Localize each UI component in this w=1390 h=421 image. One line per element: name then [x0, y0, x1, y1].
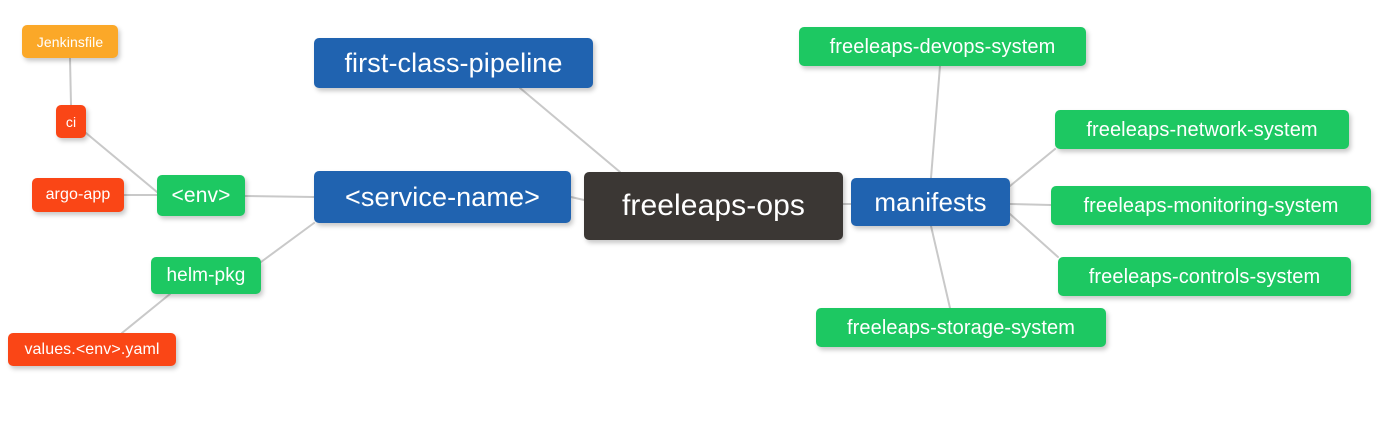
edge-helm-pkg-to-values-yaml — [121, 293, 171, 334]
node-label-values-yaml: values.<env>.yaml — [24, 340, 160, 358]
mindmap-node-service-name[interactable]: <service-name> — [314, 171, 571, 223]
node-label-argo-app: argo-app — [45, 186, 111, 203]
edge-jenkinsfile-to-ci — [69, 57, 72, 106]
node-label-monitoring-system: freeleaps-monitoring-system — [1083, 194, 1339, 217]
node-label-jenkinsfile: Jenkinsfile — [36, 33, 104, 50]
mindmap-node-devops-system[interactable]: freeleaps-devops-system — [799, 27, 1086, 66]
node-label-manifests: manifests — [874, 187, 987, 217]
node-label-network-system: freeleaps-network-system — [1086, 118, 1318, 141]
edge-storage-system-to-manifests — [930, 225, 951, 309]
node-label-ci: ci — [65, 113, 77, 130]
mindmap-node-argo-app[interactable]: argo-app — [32, 178, 124, 212]
mindmap-node-controls-system[interactable]: freeleaps-controls-system — [1058, 257, 1351, 296]
mindmap-node-env[interactable]: <env> — [157, 175, 245, 216]
mindmap-node-storage-system[interactable]: freeleaps-storage-system — [816, 308, 1106, 347]
node-label-controls-system: freeleaps-controls-system — [1088, 265, 1321, 288]
node-label-helm-pkg: helm-pkg — [166, 265, 246, 286]
mindmap-node-monitoring-system[interactable]: freeleaps-monitoring-system — [1051, 186, 1371, 225]
mindmap-node-ci[interactable]: ci — [56, 105, 86, 138]
edge-monitoring-system-to-manifests — [1009, 203, 1052, 206]
mindmap-node-jenkinsfile[interactable]: Jenkinsfile — [22, 25, 118, 58]
mindmap-node-freeleaps-ops[interactable]: freeleaps-ops — [584, 172, 843, 240]
mindmap-node-helm-pkg[interactable]: helm-pkg — [151, 257, 261, 294]
node-label-service-name: <service-name> — [345, 181, 540, 212]
edge-devops-system-to-manifests — [930, 65, 941, 179]
node-label-first-class-pipeline: first-class-pipeline — [344, 47, 563, 78]
mindmap-node-values-yaml[interactable]: values.<env>.yaml — [8, 333, 176, 366]
node-label-env: <env> — [171, 184, 231, 207]
node-label-storage-system: freeleaps-storage-system — [846, 316, 1076, 339]
edge-first-class-pipeline-to-freeleaps-ops — [519, 87, 621, 173]
node-label-devops-system: freeleaps-devops-system — [829, 35, 1056, 58]
mindmap-node-manifests[interactable]: manifests — [851, 178, 1010, 226]
mindmap-node-first-class-pipeline[interactable]: first-class-pipeline — [314, 38, 593, 88]
edge-network-system-to-manifests — [1009, 148, 1056, 187]
mindmap-node-network-system[interactable]: freeleaps-network-system — [1055, 110, 1349, 149]
edge-env-to-service-name — [244, 195, 315, 198]
edge-service-name-to-freeleaps-ops — [570, 196, 585, 201]
edge-service-name-to-helm-pkg — [260, 222, 315, 263]
node-label-freeleaps-ops: freeleaps-ops — [621, 189, 806, 222]
